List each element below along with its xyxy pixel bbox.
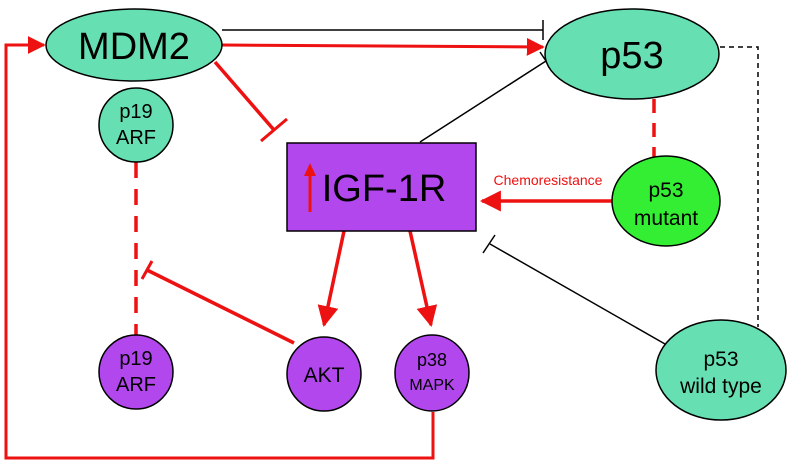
edge-igf1r-activates-p38 (408, 230, 438, 328)
node-p19arf-top-line1: p19 (119, 101, 152, 123)
edge-igf1r-activates-akt (317, 230, 346, 328)
node-akt-label: AKT (304, 364, 345, 387)
node-p19arf-top[interactable]: p19 ARF (98, 87, 174, 163)
edge-wildtype-inhibits-igf1r (489, 243, 666, 345)
node-p38mapk-line2: MAPK (409, 377, 455, 394)
node-p38mapk[interactable]: p38 MAPK (394, 334, 470, 412)
edge-p53-wildtype-dashed (720, 46, 759, 327)
node-p19arf-top-line2: ARF (116, 127, 156, 149)
edge-igf1r-inhibits-p53 (419, 60, 547, 143)
node-p53[interactable]: p53 (544, 8, 720, 100)
node-p19arf-bottom-line2: ARF (116, 374, 156, 396)
edge-p38-feedback-mdm2 (4, 36, 435, 460)
edge-mdm2-inhibits-igf1r (213, 60, 276, 132)
node-p53-wildtype-line1: p53 (703, 348, 738, 371)
node-p53-mutant-line2: mutant (634, 207, 698, 230)
node-igf1r[interactable]: IGF-1R (286, 142, 477, 232)
node-akt[interactable]: AKT (286, 336, 362, 412)
node-p53-wildtype[interactable]: p53 wild type (655, 319, 787, 421)
edge-mdm2-activates-p53 (221, 37, 545, 56)
node-p38mapk-line1: p38 (417, 350, 447, 370)
chemoresistance-label: Chemoresistance (494, 172, 603, 188)
node-p53-wildtype-line2: wild type (679, 375, 762, 398)
edge-akt-inhibits-p19arf (146, 268, 295, 345)
edge-wildtype-inhibits-igf1r-bar (482, 234, 496, 254)
node-p53-mutant[interactable]: p53 mutant (611, 155, 721, 247)
up-arrow-icon (304, 163, 316, 212)
edge-akt-inhibits-p19arf-bar (140, 260, 154, 280)
node-p53-mutant-line1: p53 (648, 179, 683, 202)
node-igf1r-label: IGF-1R (322, 168, 447, 210)
node-p19arf-bottom-line1: p19 (119, 348, 152, 370)
node-mdm2-label: MDM2 (78, 26, 190, 68)
node-p19arf-bottom[interactable]: p19 ARF (98, 334, 174, 410)
node-mdm2[interactable]: MDM2 (45, 8, 223, 82)
node-p53-label: p53 (600, 35, 663, 77)
edge-mdm2-inhibits-igf1r-bar (260, 117, 288, 143)
